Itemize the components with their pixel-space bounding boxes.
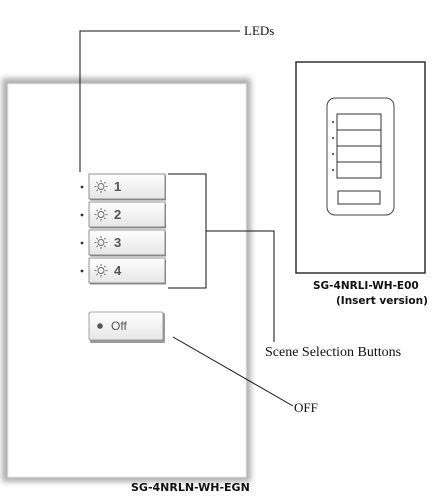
scene-selection-buttons: 1 2 3 4 [88, 173, 166, 285]
scene-buttons-label: Scene Selection Buttons [265, 345, 402, 360]
led-4 [80, 269, 84, 273]
scene-button-label: 1 [114, 179, 121, 194]
led-indicators [80, 185, 84, 273]
sun-icon [94, 264, 108, 277]
leds-leader [79, 30, 240, 172]
led-1 [80, 185, 84, 189]
scene-button-label: 3 [114, 235, 121, 250]
led-3 [80, 241, 84, 245]
scene-button-3[interactable]: 3 [88, 229, 166, 257]
insert-version-note: (Insert version) [336, 295, 428, 307]
led-2 [80, 213, 84, 217]
scene-button-label: 4 [114, 263, 122, 278]
scene-leader [206, 230, 275, 342]
scene-button-1[interactable]: 1 [88, 173, 166, 201]
scene-button-label: 2 [114, 207, 121, 222]
leds-label: LEDs [244, 23, 275, 38]
main-model-label: SG-4NRLN-WH-EGN [131, 481, 250, 494]
sun-icon [94, 208, 108, 221]
off-button[interactable]: Off [88, 311, 165, 343]
insert-keypad [295, 61, 426, 274]
sun-icon [94, 180, 108, 193]
dot-icon [97, 323, 103, 329]
callout-lines [79, 30, 294, 407]
insert-model-label: SG-4NRLI-WH-E00 [313, 280, 419, 292]
sun-icon [94, 236, 108, 249]
off-button-label: Off [111, 319, 127, 333]
off-label: OFF [294, 400, 318, 415]
scene-button-4[interactable]: 4 [88, 257, 166, 285]
off-leader [172, 336, 294, 407]
scene-button-2[interactable]: 2 [88, 201, 166, 229]
